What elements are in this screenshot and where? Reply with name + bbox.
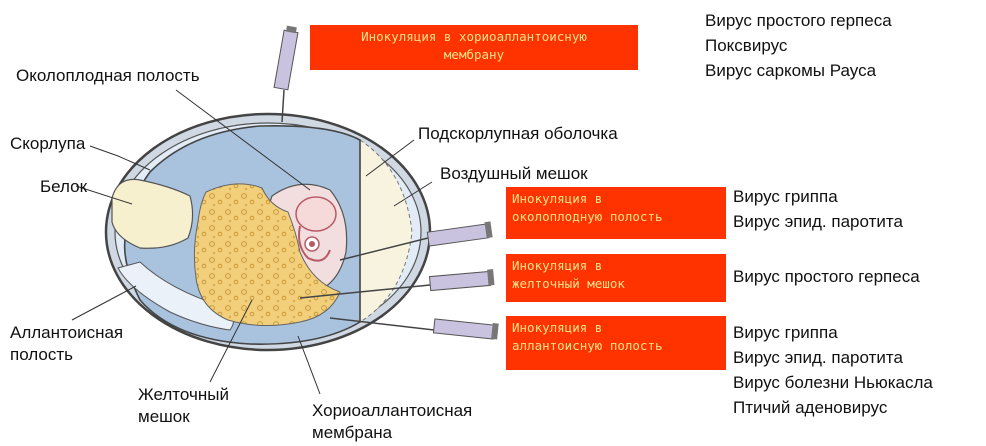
inoculation-box-chorioallantoic: Инокуляция в хориоаллантоисную мембрану <box>310 25 638 70</box>
virus-item: Вирус болезни Ньюкасла <box>733 370 933 395</box>
inoculation-box-allantoic: Инокуляция в аллантоисную полость <box>506 316 726 370</box>
label-yolk-sac: Желточный мешок <box>138 384 229 428</box>
box-line: мембрану <box>316 46 632 64</box>
virus-item: Вирус эпид. паротита <box>733 209 903 234</box>
label-line: полость <box>10 344 123 366</box>
virus-item: Птичий аденовирус <box>733 395 933 420</box>
virus-list-chorioallantoic: Вирус простого герпеса Поксвирус Вирус с… <box>705 8 892 83</box>
box-line: Инокуляция в <box>512 190 720 208</box>
virus-item: Вирус эпид. паротита <box>733 345 933 370</box>
virus-item: Поксвирус <box>705 33 892 58</box>
virus-item: Вирус простого герпеса <box>705 8 892 33</box>
box-line: Инокуляция в хориоаллантоисную <box>316 28 632 46</box>
label-shell-membrane: Подскорлупная оболочка <box>418 123 618 145</box>
label-air-sac: Воздушный мешок <box>440 163 588 185</box>
virus-item: Вирус простого герпеса <box>733 264 920 289</box>
label-line: Желточный <box>138 384 229 406</box>
label-chorioallantoic-membrane: Хориоаллантоисная мембрана <box>312 400 472 444</box>
label-line: мембрана <box>312 422 472 444</box>
virus-item: Вирус саркомы Рауса <box>705 58 892 83</box>
box-line: желточный мешок <box>512 275 720 293</box>
virus-list-amniotic: Вирус гриппа Вирус эпид. паротита <box>733 184 903 234</box>
box-line: околоплодную полость <box>512 208 720 226</box>
inoculation-box-amniotic: Инокуляция в околоплодную полость <box>506 187 726 239</box>
virus-list-yolk-sac: Вирус простого герпеса <box>733 264 920 289</box>
virus-item: Вирус гриппа <box>733 320 933 345</box>
label-albumen: Белок <box>40 176 87 198</box>
box-line: Инокуляция в <box>512 319 720 337</box>
inoculation-box-yolk-sac: Инокуляция в желточный мешок <box>506 254 726 302</box>
label-line: мешок <box>138 406 229 428</box>
virus-item: Вирус гриппа <box>733 184 903 209</box>
label-amniotic-cavity: Околоплодная полость <box>16 65 200 87</box>
box-line: аллантоисную полость <box>512 337 720 355</box>
virus-list-allantoic: Вирус гриппа Вирус эпид. паротита Вирус … <box>733 320 933 420</box>
label-shell: Скорлупа <box>10 133 85 155</box>
label-line: Хориоаллантоисная <box>312 400 472 422</box>
label-line: Аллантоисная <box>10 322 123 344</box>
box-line: Инокуляция в <box>512 257 720 275</box>
syringe-top <box>274 26 298 122</box>
label-allantoic-cavity: Аллантоисная полость <box>10 322 123 366</box>
